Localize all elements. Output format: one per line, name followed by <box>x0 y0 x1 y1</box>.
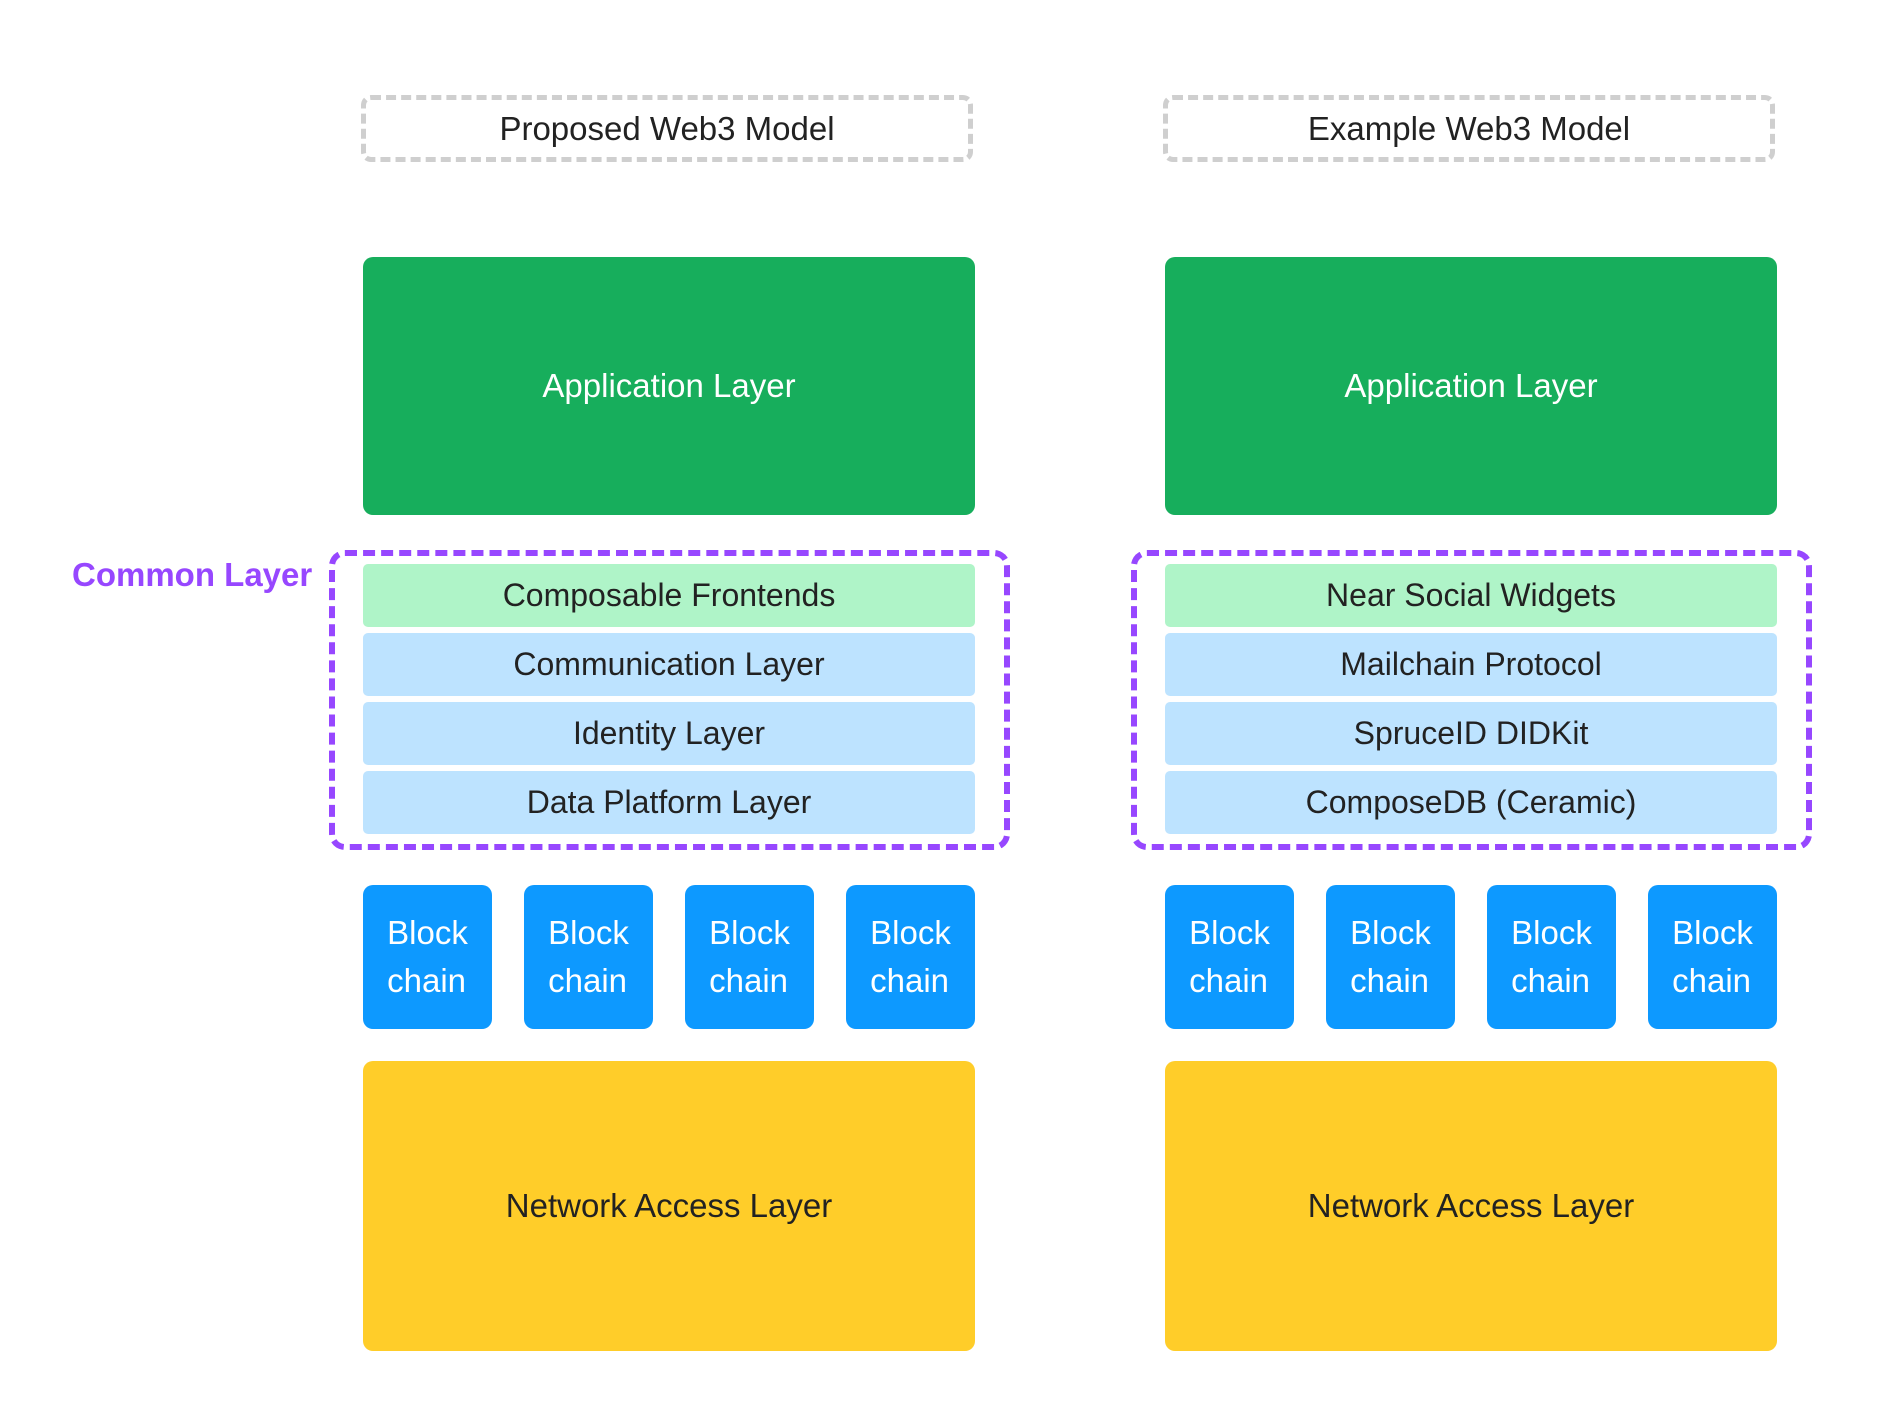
blockchain-label-line2: chain <box>1350 962 1430 999</box>
blockchain-label-line2: chain <box>870 962 950 999</box>
example-network-access-layer-label: Network Access Layer <box>1307 1187 1635 1224</box>
proposed-blockchain-2: Block chain <box>524 885 653 1029</box>
blockchain-label-line2: chain <box>548 962 628 999</box>
proposed-stack-row-communication: Communication Layer <box>363 633 975 696</box>
proposed-stack-row-data-platform: Data Platform Layer <box>363 771 975 834</box>
blockchain-label-line1: Block <box>1189 914 1270 951</box>
blockchain-label-line2: chain <box>387 962 467 999</box>
proposed-stack-row-label: Composable Frontends <box>502 577 836 613</box>
proposed-stack-row-label: Communication Layer <box>513 646 825 682</box>
proposed-network-access-layer-label: Network Access Layer <box>505 1187 833 1224</box>
example-application-layer: Application Layer <box>1165 257 1777 515</box>
proposed-stack-row-label: Data Platform Layer <box>526 784 812 820</box>
blockchain-label-line1: Block <box>1511 914 1592 951</box>
example-model-title: Example Web3 Model <box>1163 95 1775 162</box>
proposed-stack-row-label: Identity Layer <box>572 715 766 751</box>
proposed-stack-row-frontends: Composable Frontends <box>363 564 975 627</box>
blockchain-label-line1: Block <box>548 914 629 951</box>
example-stack-row-label: SpruceID DIDKit <box>1353 715 1589 751</box>
blockchain-label-line2: chain <box>1189 962 1269 999</box>
example-stack-row-widgets: Near Social Widgets <box>1165 564 1777 627</box>
example-common-layer-frame <box>1131 550 1812 850</box>
common-layer-label: Common Layer <box>72 556 313 593</box>
blockchain-label-line2: chain <box>1511 962 1591 999</box>
proposed-model-title-text: Proposed Web3 Model <box>499 109 835 147</box>
example-blockchain-4: Block chain <box>1648 885 1777 1029</box>
example-stack-row-composedb: ComposeDB (Ceramic) <box>1165 771 1777 834</box>
proposed-common-layer-frame <box>329 550 1010 850</box>
blockchain-label-line1: Block <box>1672 914 1753 951</box>
blockchain-label-line1: Block <box>870 914 951 951</box>
proposed-network-access-layer: Network Access Layer <box>363 1061 975 1351</box>
blockchain-label-line1: Block <box>709 914 790 951</box>
example-network-access-layer: Network Access Layer <box>1165 1061 1777 1351</box>
example-model-title-text: Example Web3 Model <box>1307 109 1631 147</box>
example-stack-row-mailchain: Mailchain Protocol <box>1165 633 1777 696</box>
example-blockchain-2: Block chain <box>1326 885 1455 1029</box>
blockchain-label-line1: Block <box>387 914 468 951</box>
example-blockchain-1: Block chain <box>1165 885 1294 1029</box>
proposed-blockchain-4: Block chain <box>846 885 975 1029</box>
proposed-stack-row-identity: Identity Layer <box>363 702 975 765</box>
blockchain-label-line1: Block <box>1350 914 1431 951</box>
blockchain-label-line2: chain <box>709 962 789 999</box>
blockchain-label-line2: chain <box>1672 962 1752 999</box>
proposed-model-title: Proposed Web3 Model <box>361 95 973 162</box>
proposed-application-layer: Application Layer <box>363 257 975 515</box>
example-stack-row-label: Mailchain Protocol <box>1340 646 1602 682</box>
proposed-blockchain-1: Block chain <box>363 885 492 1029</box>
proposed-application-layer-label: Application Layer <box>542 367 796 404</box>
example-application-layer-label: Application Layer <box>1344 367 1598 404</box>
example-blockchain-3: Block chain <box>1487 885 1616 1029</box>
example-stack-row-label: Near Social Widgets <box>1326 577 1616 613</box>
example-stack-row-spruceid: SpruceID DIDKit <box>1165 702 1777 765</box>
example-stack-row-label: ComposeDB (Ceramic) <box>1305 784 1637 820</box>
proposed-blockchain-3: Block chain <box>685 885 814 1029</box>
